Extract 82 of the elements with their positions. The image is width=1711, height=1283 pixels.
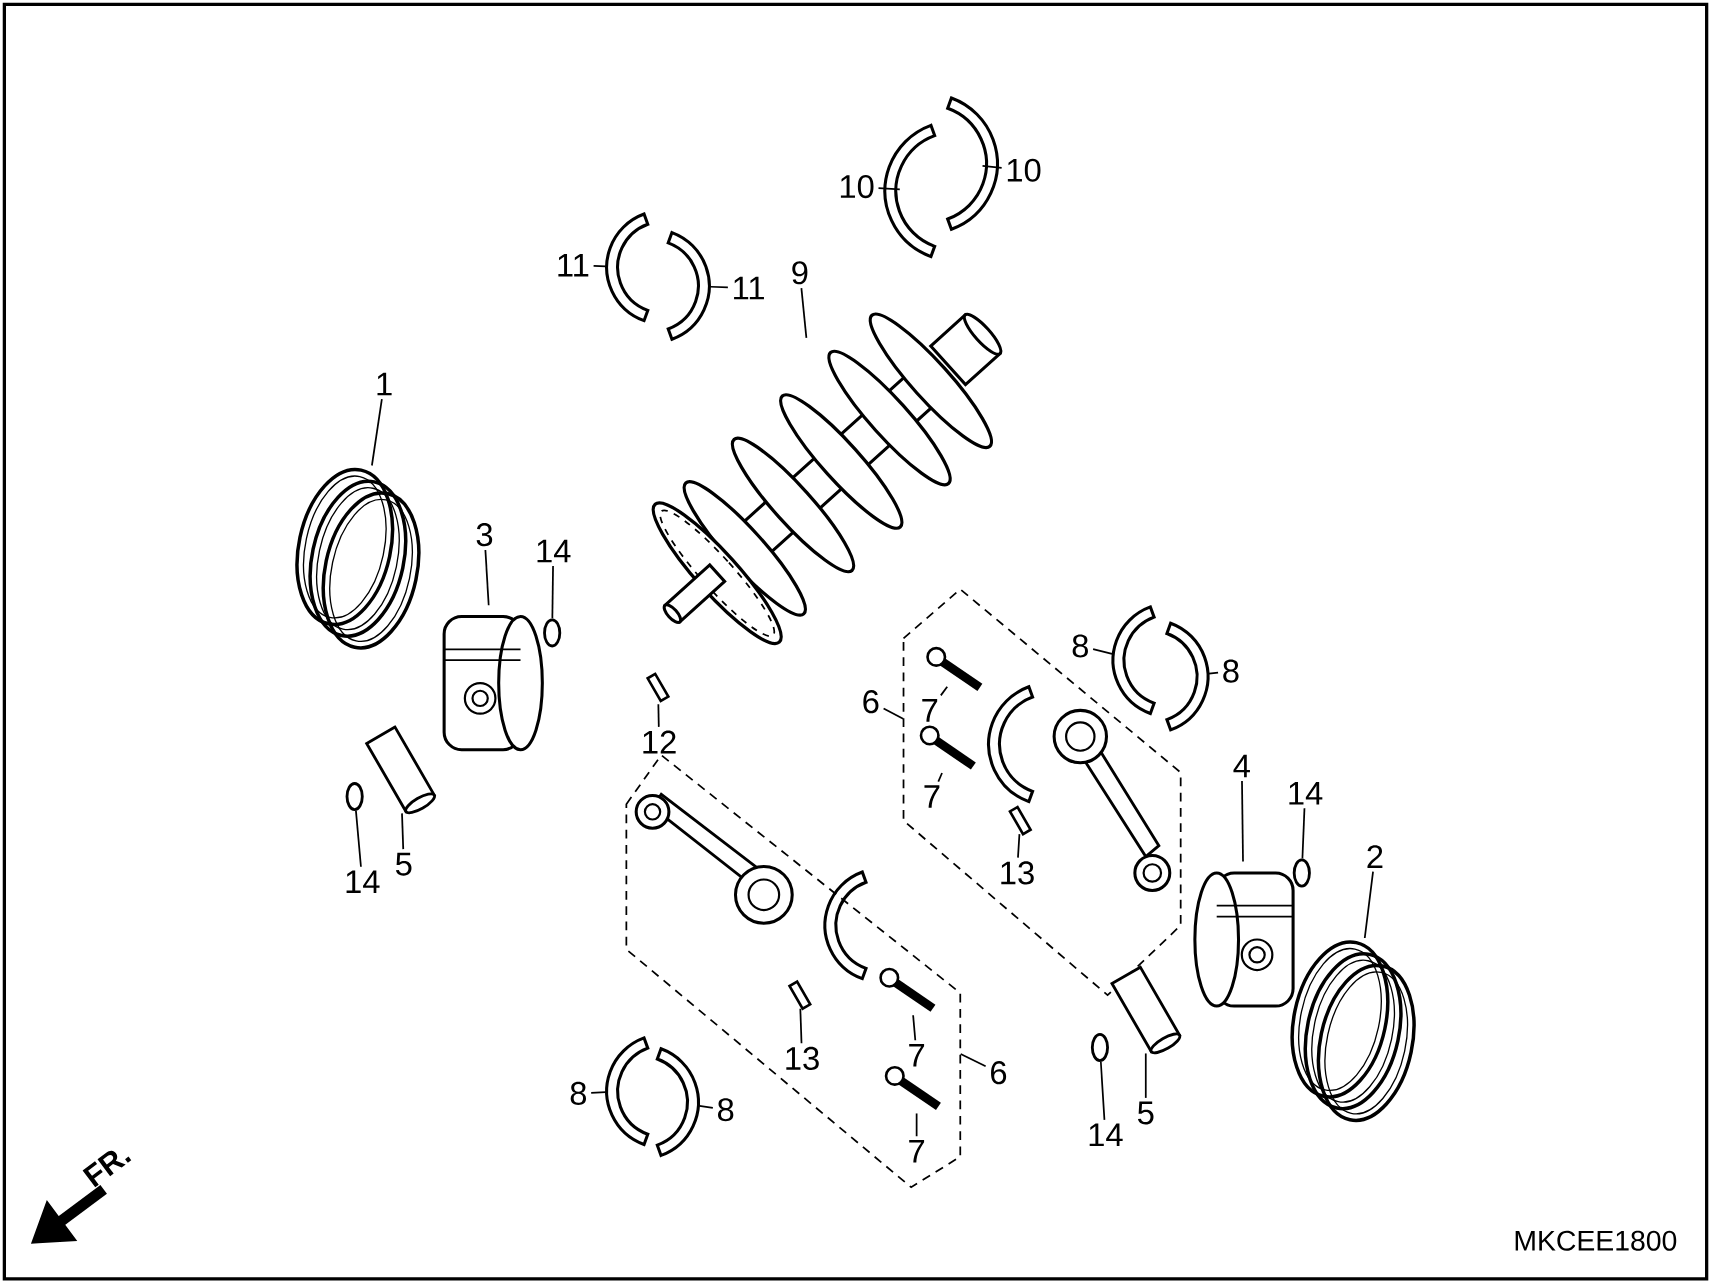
callout-number: 3 <box>476 523 493 547</box>
piston-ring-drawing <box>1290 940 1416 1122</box>
callout-number: 7 <box>909 1043 925 1067</box>
bearing-shell-drawing <box>605 1036 650 1146</box>
leader-line <box>355 809 362 868</box>
leader-line <box>484 549 490 606</box>
callout-number: 11 <box>558 253 589 277</box>
callout-number: 12 <box>643 730 676 754</box>
leader-line <box>959 1052 987 1068</box>
leader-line <box>799 1007 803 1044</box>
callout-number: 14 <box>1089 1123 1123 1146</box>
circlip-drawing <box>543 618 562 648</box>
callout-number: 11 <box>734 276 764 300</box>
direction-label: FR. <box>82 1150 132 1188</box>
leader-line <box>1144 1052 1147 1099</box>
bolt-drawing <box>884 1065 941 1110</box>
leader-line <box>401 812 405 850</box>
bearing-shell-drawing <box>605 212 650 323</box>
bearing-shell-drawing <box>1111 605 1156 715</box>
leader-line <box>912 1014 917 1041</box>
callout-number: 5 <box>395 852 412 876</box>
callout-number: 8 <box>1223 659 1239 683</box>
dashed-outline <box>902 588 1182 997</box>
callout-number: 13 <box>1001 861 1034 885</box>
circlip-drawing <box>1292 858 1311 888</box>
leader-line <box>698 1104 714 1109</box>
bolt-drawing <box>879 967 936 1012</box>
leader-line <box>551 565 554 620</box>
piston-drawing <box>1193 871 1295 1008</box>
leader-line <box>882 707 904 720</box>
dashed-outline <box>625 753 962 1189</box>
leader-line <box>1092 648 1113 655</box>
leader-line <box>877 187 901 191</box>
callout-number: 10 <box>840 174 874 199</box>
bearing-shell-drawing <box>1165 621 1210 732</box>
leader-line <box>1241 780 1244 863</box>
piston-ring-drawing <box>295 467 421 650</box>
callout-number: 6 <box>863 689 879 714</box>
leader-line <box>1099 1061 1106 1121</box>
bolt-drawing <box>926 646 983 691</box>
callout-number: 14 <box>537 539 571 563</box>
crankshaft-drawing <box>651 312 1003 645</box>
callout-number: 9 <box>792 261 808 285</box>
drawing-code: MKCEE1800 <box>1515 1230 1677 1251</box>
leader-line <box>915 1112 918 1137</box>
callout-number: 4 <box>1233 754 1250 778</box>
circlip-drawing <box>345 781 364 811</box>
piston-drawing <box>442 614 544 752</box>
leader-line <box>937 772 943 783</box>
circlip-drawing <box>1090 1032 1109 1062</box>
callout-number: 1 <box>377 372 392 396</box>
callout-number: 2 <box>1367 845 1383 868</box>
leader-line <box>590 1091 607 1094</box>
callout-number: 7 <box>922 699 938 722</box>
leader-line <box>371 398 383 467</box>
leader-line <box>657 703 660 728</box>
leader-line <box>1363 870 1374 939</box>
callout-number: 7 <box>924 785 940 808</box>
leader-line <box>1301 807 1306 860</box>
leader-line <box>981 165 1003 169</box>
piston-pin-drawing <box>1110 965 1182 1055</box>
leader-line <box>709 285 729 289</box>
bolt-drawing <box>919 725 976 770</box>
leader-line <box>1208 671 1219 675</box>
leader-line <box>800 287 808 339</box>
leader-line <box>939 685 949 697</box>
bearing-shell-drawing <box>666 230 711 341</box>
callout-number: 5 <box>1137 1101 1154 1125</box>
callout-number: 14 <box>346 870 380 893</box>
leader-line <box>592 264 607 268</box>
callout-number: 8 <box>570 1081 586 1105</box>
leader-line <box>1017 833 1021 859</box>
callout-number: 6 <box>991 1060 1007 1085</box>
callout-number: 8 <box>718 1098 734 1122</box>
thrust-washer-drawing <box>946 96 999 231</box>
callout-number: 8 <box>1072 634 1088 658</box>
thrust-washer-drawing <box>883 123 937 258</box>
callout-number: 13 <box>786 1046 819 1070</box>
callout-number: 14 <box>1289 781 1323 805</box>
callout-number: 10 <box>1007 158 1041 182</box>
bearing-shell-drawing <box>655 1047 700 1157</box>
callout-number: 7 <box>909 1139 925 1163</box>
